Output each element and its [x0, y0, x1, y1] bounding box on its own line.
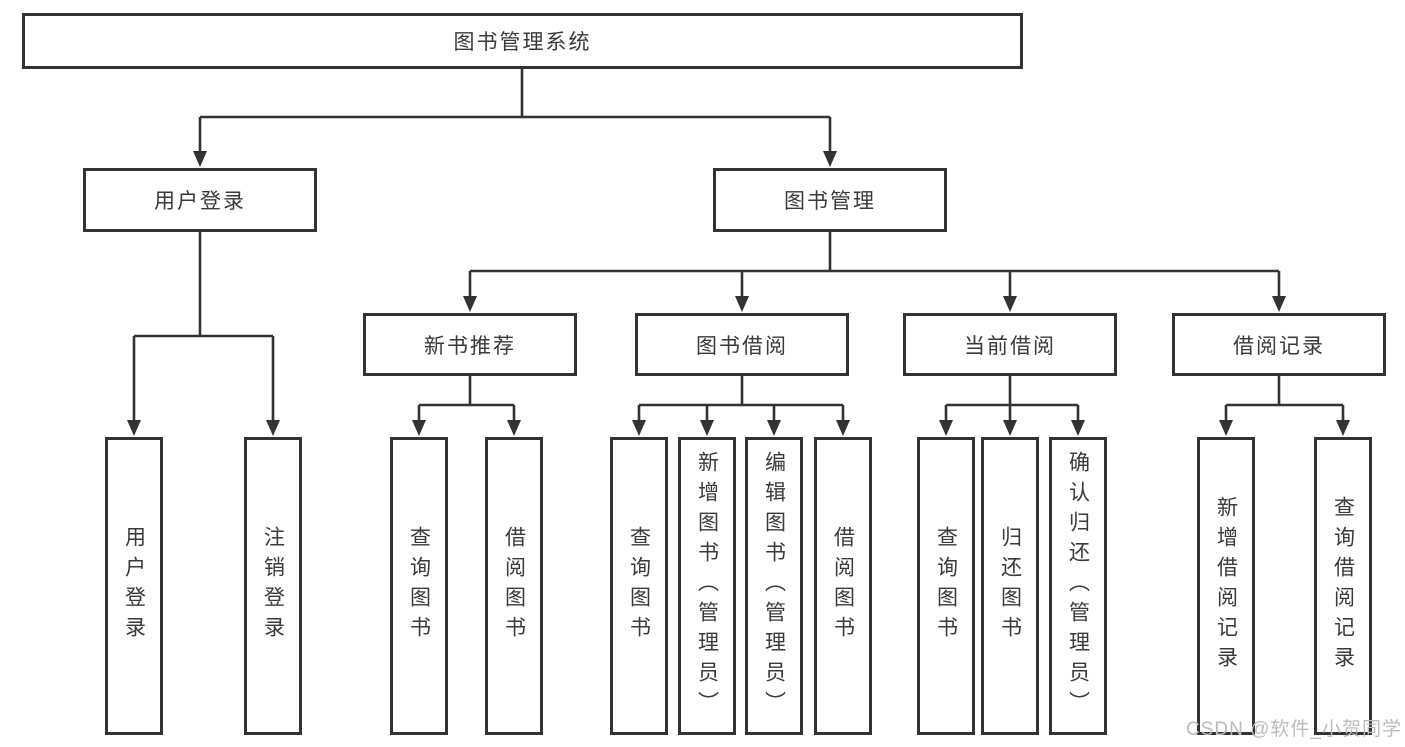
node-user-login: 用户登录 [83, 168, 317, 232]
node-label: 借阅图书 [831, 526, 855, 646]
leaf-borrow-books: 借阅图书 [814, 437, 872, 735]
node-label: 借阅图书 [502, 526, 526, 646]
leaf-borrow-books-recommend: 借阅图书 [485, 437, 543, 735]
arrowheads [127, 151, 1350, 436]
node-label: 用户登录 [154, 190, 246, 213]
node-label: 注销登录 [261, 526, 285, 646]
node-book-management: 图书管理 [713, 168, 947, 232]
node-label: 查询借阅记录 [1331, 496, 1355, 676]
node-label: 图书管理系统 [453, 31, 592, 54]
node-label: 查询图书 [407, 526, 431, 646]
node-label: 查询图书 [627, 526, 651, 646]
node-label: 新书推荐 [424, 334, 516, 358]
node-library-management-system: 图书管理系统 [22, 13, 1023, 69]
leaf-query-books-borrow: 查询图书 [610, 437, 668, 735]
leaf-user-login: 用户登录 [105, 437, 163, 735]
node-label: 新增借阅记录 [1214, 496, 1238, 676]
node-label: 当前借阅 [964, 334, 1056, 358]
node-label: 新增图书（管理员） [695, 451, 719, 721]
node-label: 编辑图书（管理员） [762, 451, 786, 721]
leaf-return-books: 归还图书 [981, 437, 1039, 735]
node-borrow-records: 借阅记录 [1172, 313, 1386, 376]
node-label: 归还图书 [998, 526, 1022, 646]
node-label: 确认归还（管理员） [1066, 451, 1090, 721]
node-label: 用户登录 [122, 526, 146, 646]
node-new-book-recommend: 新书推荐 [363, 313, 577, 376]
node-label: 借阅记录 [1233, 334, 1325, 358]
csdn-watermark: CSDN @软件_小贺同学 [1186, 719, 1402, 740]
node-label: 图书管理 [784, 190, 876, 213]
leaf-query-books-current: 查询图书 [917, 437, 975, 735]
leaf-query-books-recommend: 查询图书 [390, 437, 448, 735]
leaf-edit-books-admin: 编辑图书（管理员） [745, 437, 803, 735]
leaf-logout: 注销登录 [244, 437, 302, 735]
leaf-query-borrow-record: 查询借阅记录 [1314, 437, 1372, 735]
leaf-add-books-admin: 新增图书（管理员） [678, 437, 736, 735]
node-book-borrow: 图书借阅 [635, 313, 849, 376]
node-current-borrow: 当前借阅 [903, 313, 1117, 376]
leaf-confirm-return-admin: 确认归还（管理员） [1049, 437, 1107, 735]
node-label: 图书借阅 [696, 334, 788, 358]
leaf-add-borrow-record: 新增借阅记录 [1197, 437, 1255, 735]
node-label: 查询图书 [934, 526, 958, 646]
